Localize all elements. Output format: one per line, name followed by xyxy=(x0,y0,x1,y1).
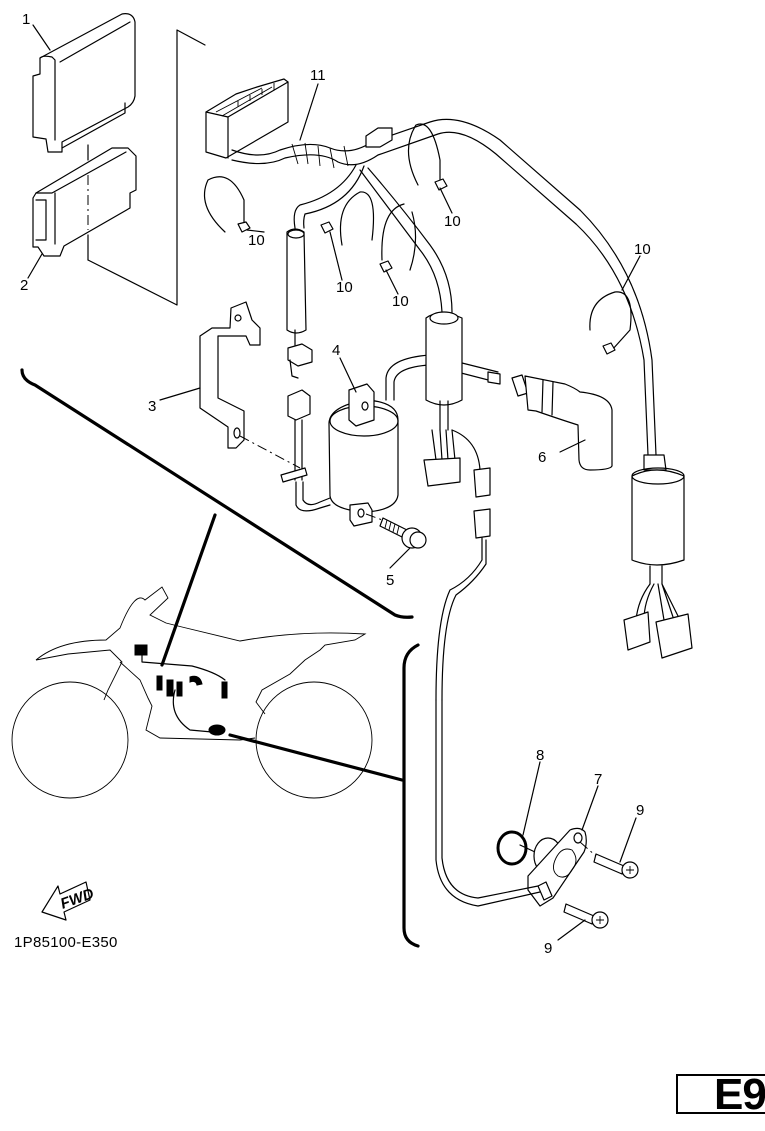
callout-7: 7 xyxy=(594,771,602,788)
part-2-holder xyxy=(32,147,137,257)
harness-sensor-mid xyxy=(423,311,491,701)
part-9-screws xyxy=(563,841,639,929)
callout-6: 6 xyxy=(538,449,546,466)
callout-10-e: 10 xyxy=(634,241,651,258)
page-badge-label: E9 xyxy=(714,1070,765,1119)
sensor-cable xyxy=(435,699,541,907)
part-3-bracket xyxy=(199,301,261,449)
inset-bracket-right xyxy=(402,643,420,948)
part-8-o-ring xyxy=(496,830,536,866)
fwd-arrow-icon: FWD xyxy=(41,881,96,921)
callout-5: 5 xyxy=(386,572,394,589)
small-plug-component xyxy=(286,228,313,379)
harness-sensor-right xyxy=(575,209,693,659)
callout-8: 8 xyxy=(536,747,544,764)
callout-1: 1 xyxy=(22,11,30,28)
inset-leader-3 xyxy=(228,733,404,782)
coil-wire-connector xyxy=(280,389,331,512)
callout-10-b: 10 xyxy=(336,279,353,296)
callout-4: 4 xyxy=(332,342,340,359)
part-4-ignition-coil xyxy=(328,354,501,527)
fwd-label: FWD xyxy=(58,885,96,913)
inset-leader-2 xyxy=(160,513,217,667)
inset-leader-1 xyxy=(20,368,414,619)
part-5-flange-bolt xyxy=(365,513,427,549)
inset-highlight-parts xyxy=(134,644,228,736)
callout-10-c: 10 xyxy=(392,293,409,310)
callout-9-upper: 9 xyxy=(636,802,644,819)
callout-10-a: 10 xyxy=(248,232,265,249)
page-badge: E9 xyxy=(676,1070,765,1119)
callout-10-d: 10 xyxy=(444,213,461,230)
callout-3: 3 xyxy=(148,398,156,415)
part-7-sensor-plate xyxy=(527,827,587,907)
figure-code: 1P85100-E350 xyxy=(14,934,118,951)
callout-9-lower: 9 xyxy=(544,940,552,957)
callout-leaders xyxy=(27,24,641,941)
part-11-wire-harness xyxy=(205,78,581,313)
motorcycle-location-inset xyxy=(11,586,373,799)
callout-11: 11 xyxy=(310,67,326,84)
callout-labels: 1 2 3 4 5 6 7 8 9 9 10 10 10 10 10 11 xyxy=(20,11,651,957)
part-1-control-unit xyxy=(32,13,136,153)
callout-2: 2 xyxy=(20,277,28,294)
part-10-cable-ties xyxy=(203,123,632,355)
part-6-spark-plug-cap xyxy=(511,374,613,471)
